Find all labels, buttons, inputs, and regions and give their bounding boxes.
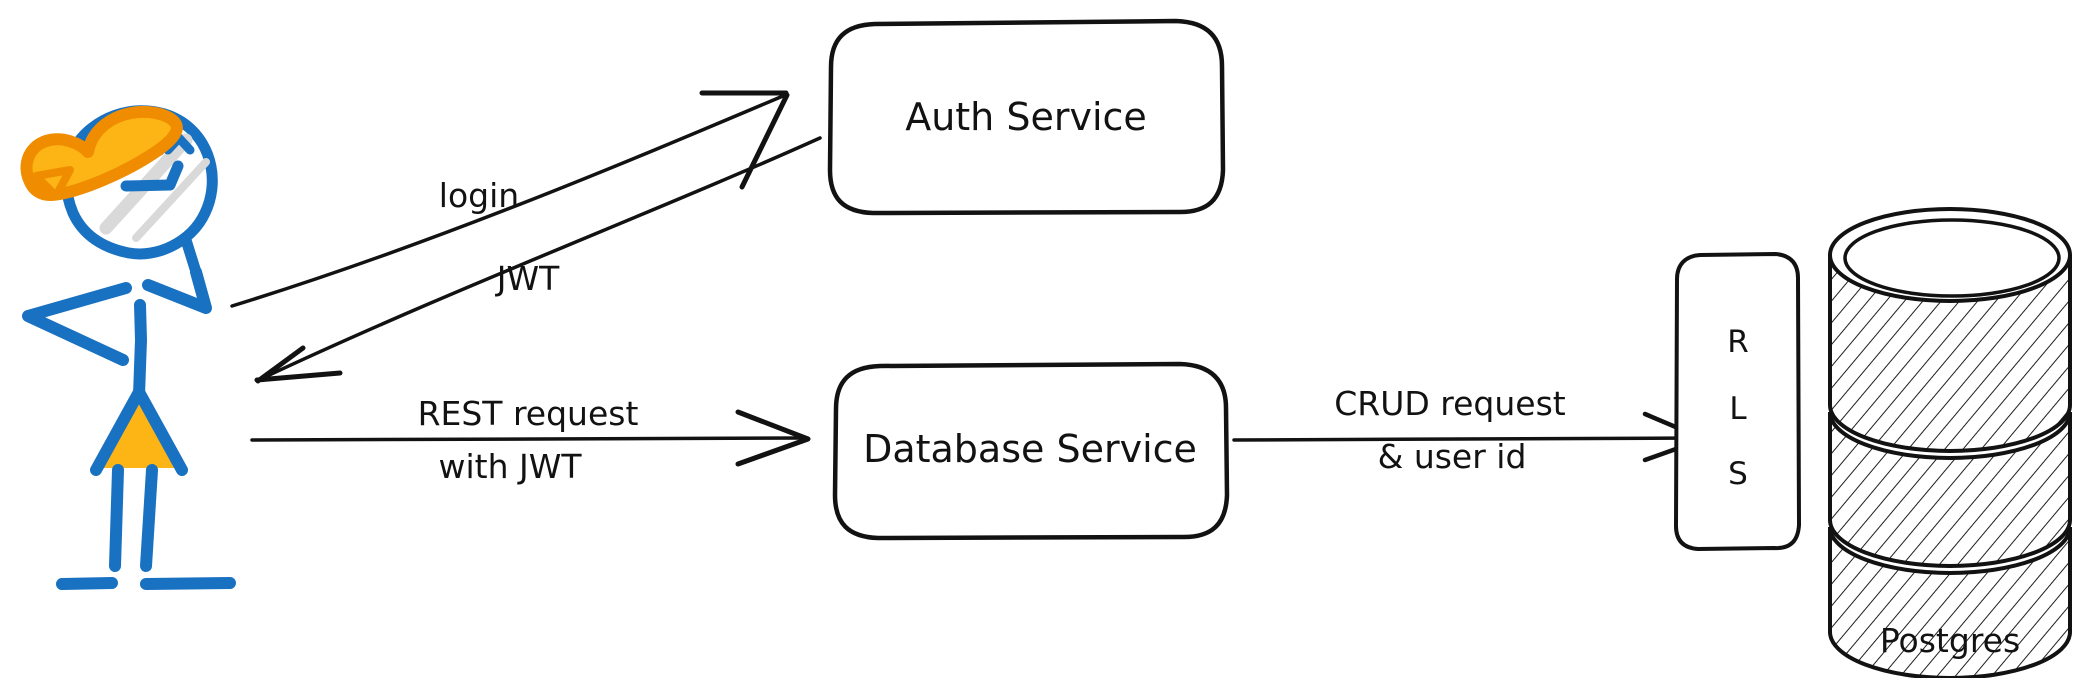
postgres-top-ellipse-inner xyxy=(1843,218,2061,298)
edge-login-arrowhead xyxy=(699,90,790,190)
edge-crud-request-label-line1: CRUD request xyxy=(1334,384,1566,423)
node-database-service[interactable]: Database Service xyxy=(832,361,1230,541)
node-rls-letter-s: S xyxy=(1728,456,1748,492)
user-stick-figure xyxy=(20,105,236,590)
edge-login-label: login xyxy=(439,176,519,215)
edge-login xyxy=(230,90,790,308)
postgres-rim-middle xyxy=(1828,411,2072,460)
skirt-left-edge xyxy=(90,386,145,476)
smile-icon xyxy=(120,160,184,192)
left-leg xyxy=(109,464,124,572)
node-auth-service[interactable]: Auth Service xyxy=(827,18,1226,216)
edge-crud-request-label-line2: & user id xyxy=(1378,437,1527,476)
postgres-segment-top-outline xyxy=(1828,255,2072,453)
postgres-segment-bottom-outline xyxy=(1828,527,2072,678)
head-shine-2 xyxy=(132,158,210,242)
node-rls[interactable]: R L S xyxy=(1674,252,1801,551)
head-icon xyxy=(60,105,218,260)
skirt xyxy=(100,390,180,468)
node-auth-service-shape xyxy=(827,18,1226,216)
left-arm xyxy=(22,282,132,366)
right-foot xyxy=(140,577,236,590)
left-foot xyxy=(56,577,118,590)
edge-crud-request-line xyxy=(1232,436,1702,442)
edge-rest-request-label-line1: REST request xyxy=(418,394,639,433)
edge-jwt-line xyxy=(261,136,822,380)
node-rls-letter-r: R xyxy=(1727,324,1749,360)
node-database-service-shape xyxy=(832,361,1230,541)
postgres-rim-bottom xyxy=(1828,526,2072,575)
torso xyxy=(133,299,148,401)
edge-rest-request-line xyxy=(250,436,807,442)
node-rls-shape xyxy=(1674,252,1801,551)
node-rls-letter-l: L xyxy=(1729,391,1747,427)
right-leg xyxy=(140,464,158,572)
edge-rest-request-label-line2: with JWT xyxy=(438,447,582,486)
edge-login-line xyxy=(230,94,785,308)
postgres-segment-middle-outline xyxy=(1828,412,2072,568)
skirt-right-edge xyxy=(133,386,188,476)
node-postgres[interactable]: Postgres xyxy=(1820,207,2080,678)
edge-jwt xyxy=(254,136,822,384)
hat-knot xyxy=(32,166,74,200)
node-auth-service-label: Auth Service xyxy=(905,95,1147,139)
edge-jwt-label: JWT xyxy=(495,259,560,298)
node-database-service-label: Database Service xyxy=(863,427,1197,471)
node-postgres-label: Postgres xyxy=(1880,621,2020,660)
edge-jwt-arrowhead xyxy=(254,345,343,384)
edge-rest-request-arrowhead xyxy=(735,409,811,467)
right-arm xyxy=(142,266,212,314)
edge-rest-request xyxy=(250,409,811,467)
